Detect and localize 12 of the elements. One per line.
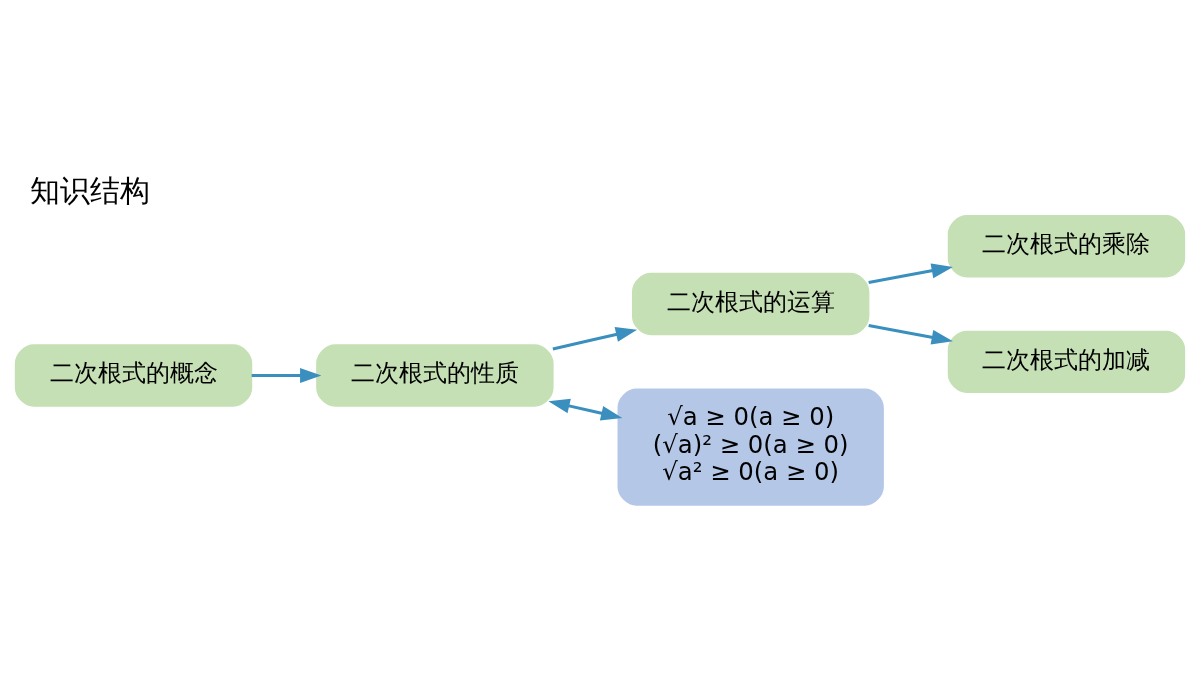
arrow	[552, 327, 638, 351]
node-box: 二次根式的乘除	[947, 215, 1186, 278]
node-box: 二次根式的性质	[316, 344, 554, 407]
arrow	[548, 398, 623, 421]
diagram-title: 知识结构	[30, 172, 151, 208]
node-box: 二次根式的加减	[947, 330, 1186, 394]
node-box: 二次根式的概念	[14, 344, 253, 407]
arrow	[868, 324, 953, 345]
arrow	[868, 263, 953, 284]
node-box: 二次根式的运算	[631, 272, 870, 336]
node-box: √a ≥ 0(a ≥ 0) (√a)² ≥ 0(a ≥ 0) √a² ≥ 0(a ≥ 0)	[617, 388, 884, 506]
arrow	[251, 368, 322, 384]
